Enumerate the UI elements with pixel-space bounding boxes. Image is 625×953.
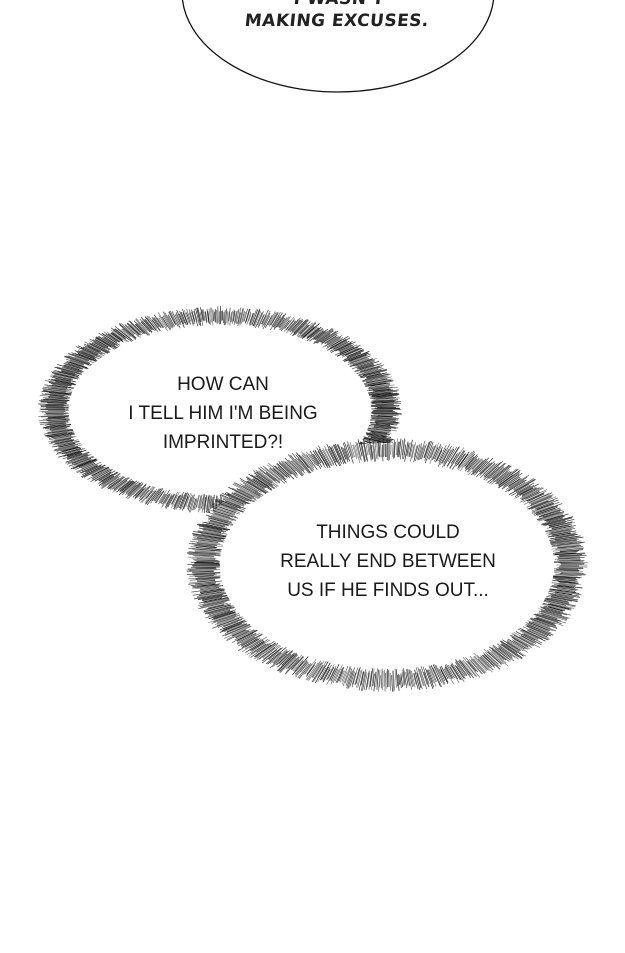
thought-bubble-1-text: HOW CAN I TELL HIM I'M BEING IMPRINTED?! [98,370,348,457]
thought-line: I TELL HIM I'M BEING [128,403,318,424]
thought-line: THINGS COULD [316,522,460,543]
top-bubble-line: I WASN'T [200,0,478,10]
thought-line: HOW CAN [177,374,269,395]
thought-line: REALLY END BETWEEN [280,551,496,572]
speech-bubble-top [181,0,495,93]
thought-line: US IF HE FINDS OUT... [287,580,489,601]
top-bubble-line: MAKING EXCUSES. [243,11,430,31]
thought-bubble-2 [186,438,589,692]
thought-line: IMPRINTED?! [162,432,284,453]
top-bubble-text: I WASN'T MAKING EXCUSES. [198,0,479,32]
thought-bubble-2-text: THINGS COULD REALLY END BETWEEN US IF HE… [258,518,518,605]
